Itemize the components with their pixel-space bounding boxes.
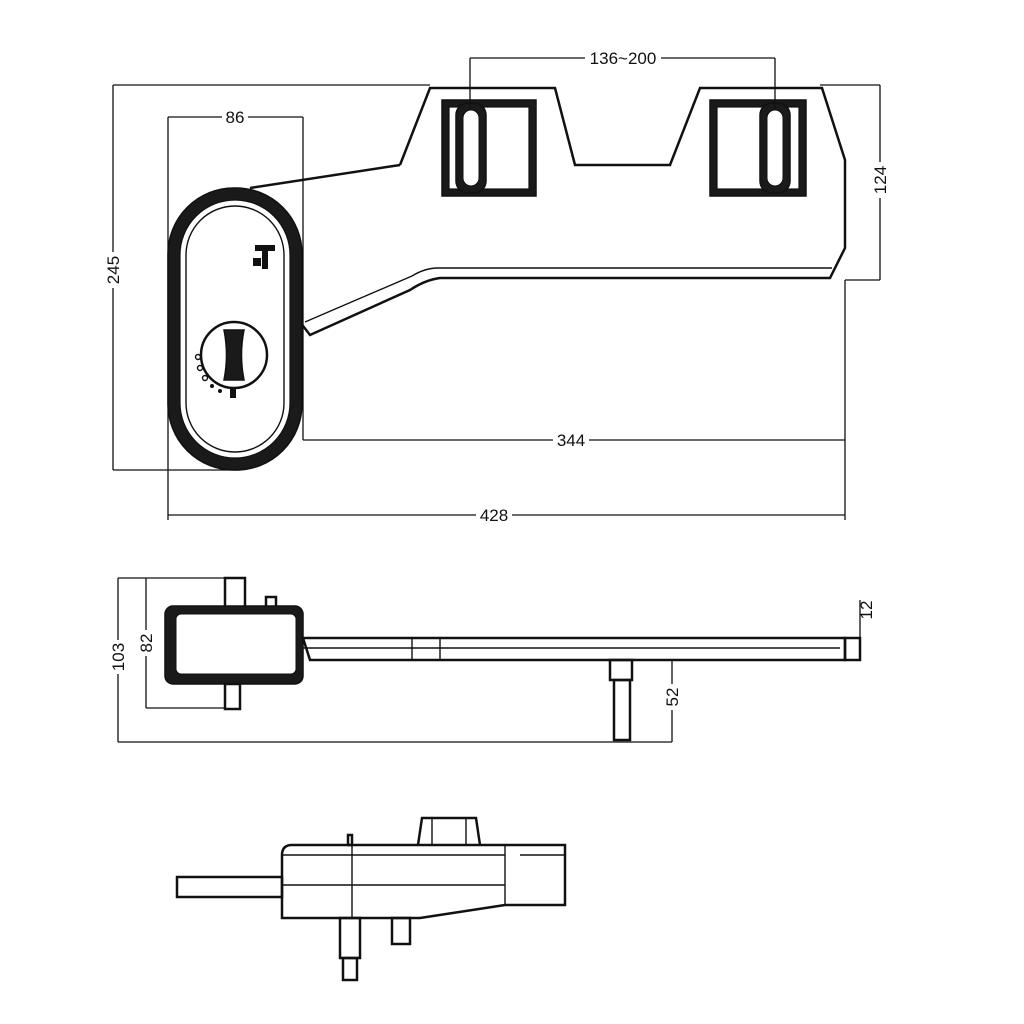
side-top-nub (223, 576, 247, 610)
left-clip (441, 99, 537, 197)
dial-knob (223, 329, 245, 381)
right-clip (709, 99, 807, 197)
front-pipe (175, 875, 284, 899)
side-plate-end (843, 636, 862, 662)
side-view: 103 82 12 52 (108, 576, 876, 743)
dim-bar-length: 344 (557, 431, 585, 450)
dim-total-height: 103 (109, 643, 128, 671)
control-unit (167, 187, 303, 471)
plate-inner-edge (304, 267, 832, 323)
side-stem-nut (608, 658, 634, 682)
side-plate (301, 636, 847, 662)
front-small-stem (390, 916, 412, 946)
dim-total-depth: 245 (104, 256, 123, 284)
top-view: 136~200 86 245 124 344 428 (103, 48, 890, 525)
faucet-icon (253, 245, 275, 269)
dim-plate-depth: 124 (871, 166, 890, 194)
dim-plate-thickness: 12 (857, 601, 876, 620)
front-pin (346, 833, 354, 847)
side-bottom-stem (223, 682, 242, 711)
dim-total-length: 428 (480, 506, 508, 525)
dial-scale-dots (194, 353, 236, 398)
dim-control-width: 86 (226, 108, 245, 127)
side-stem (612, 678, 632, 742)
mounting-plate-outline (298, 86, 847, 337)
front-body (280, 843, 567, 920)
front-knob (416, 816, 482, 846)
front-view (175, 816, 567, 982)
dim-clip-spacing: 136~200 (590, 49, 657, 68)
dim-body-height: 82 (137, 634, 156, 653)
front-stem (338, 916, 362, 960)
plate-edge (249, 163, 401, 190)
dim-stem-height: 52 (663, 688, 682, 707)
